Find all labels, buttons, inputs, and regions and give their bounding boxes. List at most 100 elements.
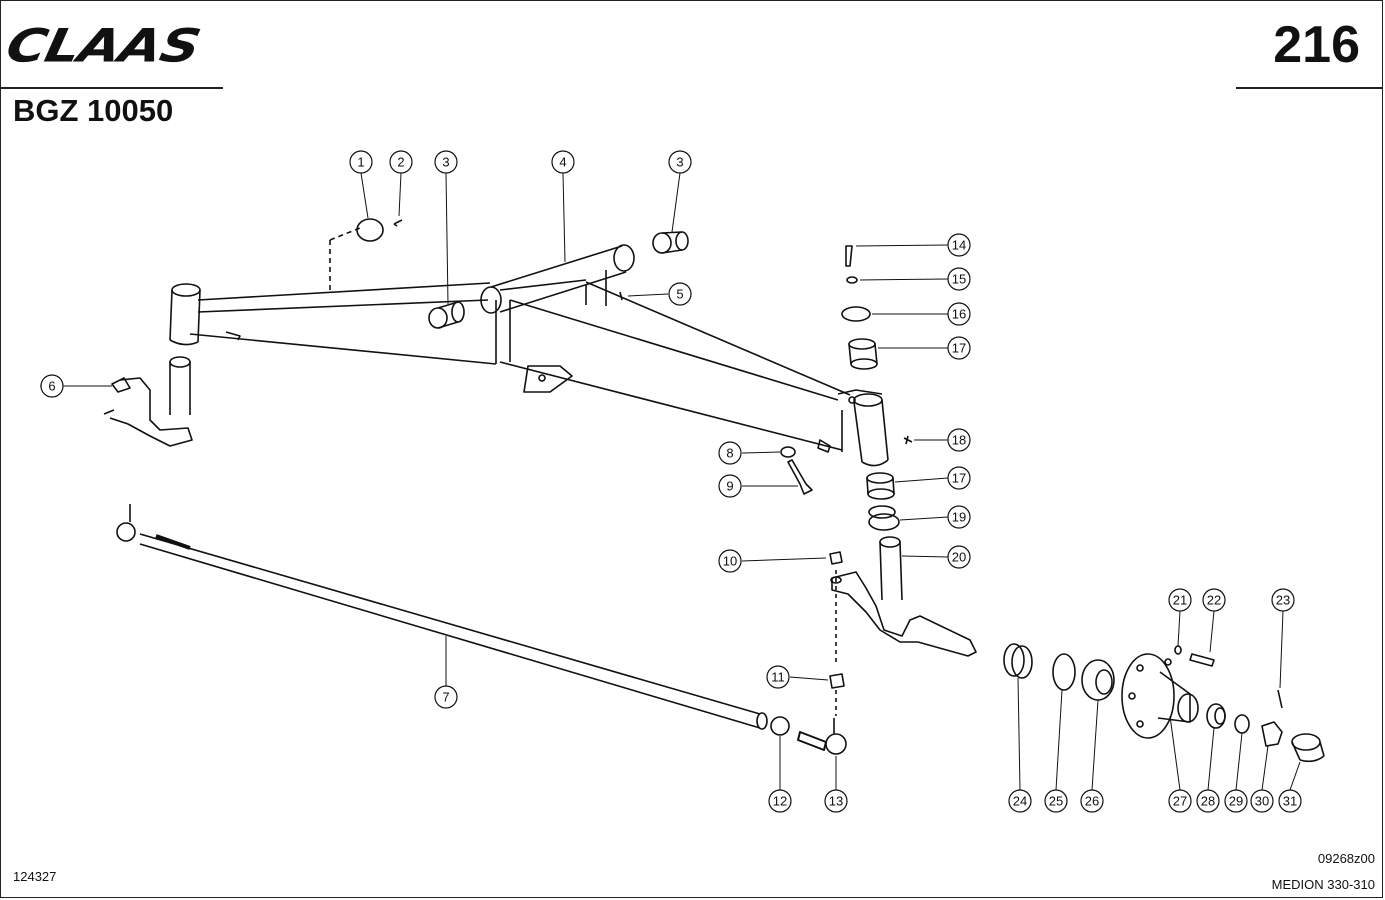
callout-circle	[1044, 789, 1068, 813]
leader-lines	[40, 172, 1301, 791]
part-26-bearing	[1081, 659, 1115, 701]
part-1-washer	[356, 218, 384, 242]
callout-number: 2	[397, 155, 404, 170]
callout-11: 11	[766, 665, 790, 689]
callout-2: 2	[389, 150, 413, 174]
callout-number: 14	[952, 238, 966, 253]
callout-10: 10	[718, 549, 742, 573]
callout-number: 8	[726, 446, 733, 461]
callout-number: 4	[559, 155, 566, 170]
callout-17: 17	[947, 466, 971, 490]
callout-5: 5	[668, 282, 692, 306]
part-14-bolt	[845, 245, 853, 267]
callout-number: 18	[952, 433, 966, 448]
header-rule-right	[1236, 87, 1382, 89]
callout-number: 23	[1276, 593, 1290, 608]
callout-circle	[1168, 789, 1192, 813]
callout-circle	[947, 505, 971, 529]
callout-30: 30	[1250, 789, 1274, 813]
part-6-steering-knuckle-left	[103, 356, 193, 447]
callout-number: 15	[952, 272, 966, 287]
header-rule-left	[1, 87, 223, 89]
callout-number: 6	[48, 379, 55, 394]
callout-19: 19	[947, 505, 971, 529]
part-5-pin	[619, 291, 623, 301]
callout-1: 1	[349, 150, 373, 174]
callout-4: 4	[551, 150, 575, 174]
callout-number: 17	[952, 341, 966, 356]
part-29-washer	[1234, 714, 1250, 734]
callout-number: 7	[442, 690, 449, 705]
part-12-lock-nut	[770, 716, 790, 736]
callout-15: 15	[947, 267, 971, 291]
part-20-steering-knuckle-right	[830, 536, 977, 657]
callout-circle	[1250, 789, 1274, 813]
callout-number: 25	[1049, 794, 1063, 809]
callout-circle	[947, 267, 971, 291]
callout-circle	[551, 150, 575, 174]
callout-circle	[434, 150, 458, 174]
callout-circle	[947, 302, 971, 326]
callout-circle	[1224, 789, 1248, 813]
callout-number: 3	[676, 155, 683, 170]
callout-27: 27	[1168, 789, 1192, 813]
callout-circle	[1278, 789, 1302, 813]
part-22-wheel-bolt	[1189, 653, 1215, 667]
callout-14: 14	[947, 233, 971, 257]
axle-frame	[169, 227, 889, 467]
callout-number: 28	[1201, 794, 1215, 809]
callout-number: 10	[723, 554, 737, 569]
callout-number: 21	[1173, 593, 1187, 608]
callout-28: 28	[1196, 789, 1220, 813]
callout-number: 1	[357, 155, 364, 170]
callout-circle	[947, 545, 971, 569]
callout-circle	[349, 150, 373, 174]
callout-circle	[768, 789, 792, 813]
callout-12: 12	[768, 789, 792, 813]
callout-number: 30	[1255, 794, 1269, 809]
callout-9: 9	[718, 474, 742, 498]
callout-circle	[1080, 789, 1104, 813]
callout-number: 5	[676, 287, 683, 302]
callout-number: 13	[829, 794, 843, 809]
callout-circle	[1168, 588, 1192, 612]
callout-3: 3	[668, 150, 692, 174]
callout-31: 31	[1278, 789, 1302, 813]
callout-circle	[1271, 588, 1295, 612]
callout-22: 22	[1202, 588, 1226, 612]
callout-circle	[434, 685, 458, 709]
part-3-bushing-right	[652, 231, 689, 254]
callout-circle	[389, 150, 413, 174]
part-17-bushing-lower	[866, 472, 895, 500]
callout-17: 17	[947, 336, 971, 360]
callout-circle	[947, 336, 971, 360]
callout-23: 23	[1271, 588, 1295, 612]
callout-29: 29	[1224, 789, 1248, 813]
part-11-nut	[829, 673, 845, 689]
callout-number: 9	[726, 479, 733, 494]
callout-16: 16	[947, 302, 971, 326]
callout-21: 21	[1168, 588, 1192, 612]
callout-number: 3	[442, 155, 449, 170]
callout-circle	[40, 374, 64, 398]
callout-number: 11	[771, 670, 785, 685]
part-17-bushing-upper	[848, 338, 878, 370]
callout-circle	[1202, 588, 1226, 612]
callout-circle	[718, 441, 742, 465]
part-7-tie-rod	[116, 504, 768, 730]
callout-3: 3	[434, 150, 458, 174]
part-3-bushing-left	[428, 301, 465, 329]
callout-number: 12	[773, 794, 787, 809]
callout-number: 19	[952, 510, 966, 525]
callout-25: 25	[1044, 789, 1068, 813]
callout-number: 26	[1085, 794, 1099, 809]
part-2-pin	[393, 219, 403, 227]
page-number: 216	[1273, 16, 1360, 74]
callout-number: 31	[1283, 794, 1297, 809]
callout-7: 7	[434, 685, 458, 709]
drawing-code: 09268z00	[1317, 851, 1375, 866]
callout-24: 24	[1008, 789, 1032, 813]
part-16-cap	[841, 306, 871, 322]
